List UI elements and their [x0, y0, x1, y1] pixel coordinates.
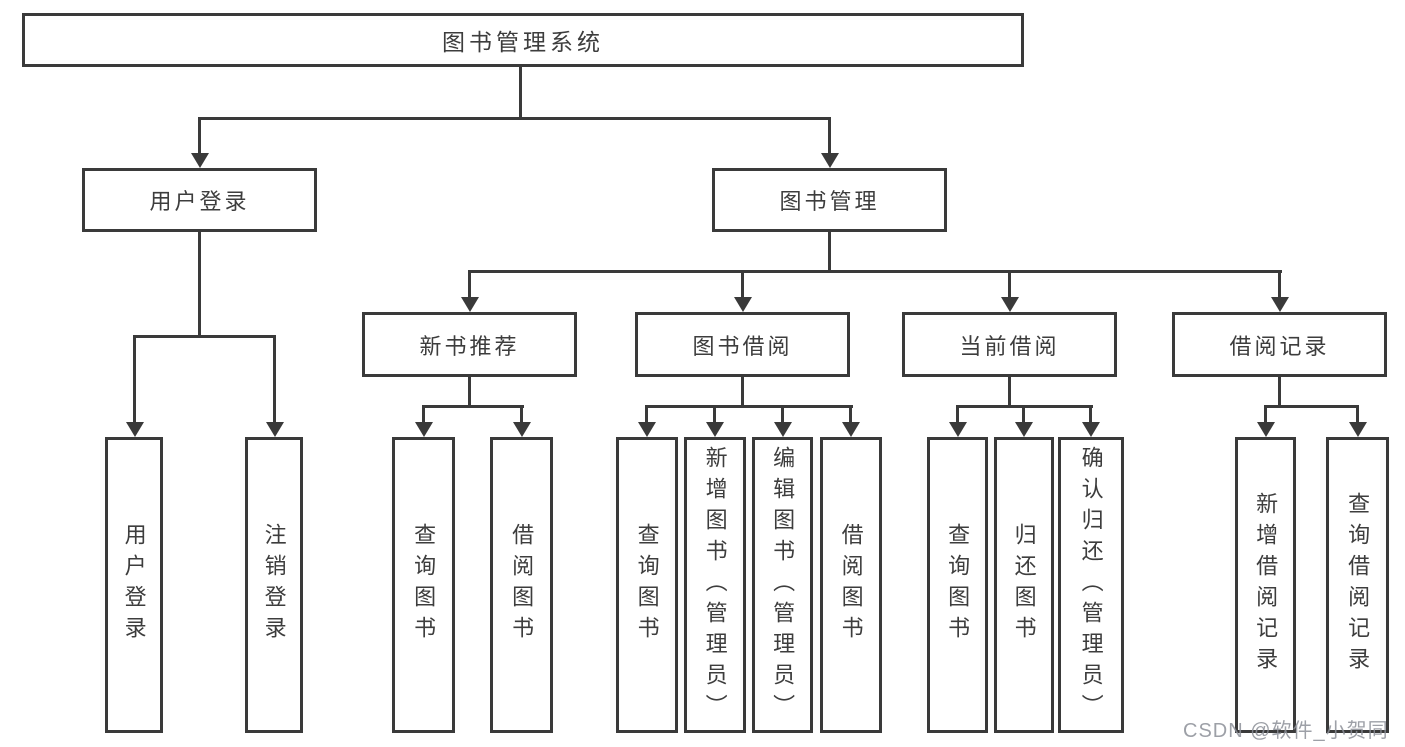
arrowhead: [706, 422, 724, 437]
csdn-watermark: CSDN @软件_小贺同学: [1183, 720, 1389, 742]
node-confirm-return-admin: 确认归还（管理员）: [1058, 437, 1124, 733]
node-query-books-borrow: 查询图书: [616, 437, 678, 733]
connector-stub: [422, 405, 425, 424]
arrowhead: [1257, 422, 1275, 437]
node-label: 新增借阅记录: [1253, 492, 1279, 678]
node-query-borrow-record: 查询借阅记录: [1326, 437, 1389, 733]
connector-stub: [1089, 405, 1092, 424]
connector-level2-rail: [198, 117, 831, 120]
arrowhead: [949, 422, 967, 437]
node-label: 查询图书: [634, 523, 660, 647]
node-user-login-action: 用户登录: [105, 437, 163, 733]
arrowhead: [638, 422, 656, 437]
arrowhead: [1082, 422, 1100, 437]
connector-recommend-rail: [422, 405, 524, 408]
node-query-books-current: 查询图书: [927, 437, 988, 733]
connector-stub-login-action: [133, 335, 136, 424]
node-return-books: 归还图书: [994, 437, 1054, 733]
node-label: 新书推荐: [419, 333, 520, 359]
arrowhead-book-management: [821, 153, 839, 168]
node-label: 查询借阅记录: [1345, 492, 1371, 678]
node-label: 编辑图书（管理员）: [770, 445, 796, 725]
node-add-books-admin: 新增图书（管理员）: [684, 437, 746, 733]
node-label: 注销登录: [261, 523, 287, 647]
arrowhead-borrowing-records: [1271, 297, 1289, 312]
arrowhead: [1015, 422, 1033, 437]
node-add-borrow-record: 新增借阅记录: [1235, 437, 1296, 733]
connector-stub-book-management: [828, 117, 831, 155]
connector-recommend-stem: [468, 375, 471, 408]
connector-stub: [849, 405, 852, 424]
connector-stub-borrowing-records: [1278, 270, 1281, 299]
node-label: 借阅图书: [838, 523, 864, 647]
connector-mgmt-stem: [828, 231, 831, 273]
connector-stub: [645, 405, 648, 424]
node-borrowing-records: 借阅记录: [1172, 312, 1387, 377]
connector-stub-logout-action: [273, 335, 276, 424]
connector-stub-user-login: [198, 117, 201, 155]
arrowhead: [842, 422, 860, 437]
connector-borrowing-stem: [741, 375, 744, 408]
connector-root-stem: [519, 66, 522, 118]
connector-records-rail: [1264, 405, 1359, 408]
node-label: 查询图书: [411, 523, 437, 647]
node-label: 图书管理系统: [442, 29, 604, 55]
arrowhead-logout-action: [266, 422, 284, 437]
node-label: 新增图书（管理员）: [702, 445, 728, 725]
node-label: 查询图书: [945, 523, 971, 647]
connector-login-rail: [133, 335, 276, 338]
node-label: 借阅图书: [509, 523, 535, 647]
node-query-books-recommend: 查询图书: [392, 437, 455, 733]
arrowhead-book-borrowing: [734, 297, 752, 312]
node-book-borrowing: 图书借阅: [635, 312, 850, 377]
node-borrow-books: 借阅图书: [820, 437, 882, 733]
node-borrow-books-recommend: 借阅图书: [490, 437, 553, 733]
node-label: 用户登录: [149, 189, 250, 214]
connector-level3-rail: [469, 270, 1282, 273]
connector-stub: [520, 405, 523, 424]
node-book-management: 图书管理: [712, 168, 947, 232]
arrowhead-login-action: [126, 422, 144, 437]
arrowhead-new-book-recommend: [461, 297, 479, 312]
connector-stub-new-book-recommend: [468, 270, 471, 299]
node-label: 确认归还（管理员）: [1078, 445, 1104, 725]
arrowhead: [1349, 422, 1367, 437]
connector-stub: [956, 405, 959, 424]
connector-stub-book-borrowing: [741, 270, 744, 299]
connector-stub: [1264, 405, 1267, 424]
node-label: 归还图书: [1011, 523, 1037, 647]
node-label: 图书管理: [779, 189, 880, 214]
connector-stub: [1022, 405, 1025, 424]
node-edit-books-admin: 编辑图书（管理员）: [752, 437, 813, 733]
node-label: 用户登录: [121, 523, 147, 647]
connector-stub: [781, 405, 784, 424]
connector-records-stem: [1278, 375, 1281, 408]
arrowhead-user-login: [191, 153, 209, 168]
node-current-borrowing: 当前借阅: [902, 312, 1117, 377]
node-label: 当前借阅: [959, 333, 1060, 359]
node-label: 借阅记录: [1229, 333, 1330, 359]
arrowhead: [513, 422, 531, 437]
arrowhead-current-borrowing: [1001, 297, 1019, 312]
node-new-book-recommend: 新书推荐: [362, 312, 577, 377]
connector-current-stem: [1008, 375, 1011, 408]
arrowhead: [774, 422, 792, 437]
connector-borrowing-rail: [645, 405, 853, 408]
arrowhead: [415, 422, 433, 437]
connector-stub: [713, 405, 716, 424]
node-logout-action: 注销登录: [245, 437, 303, 733]
connector-stub-current-borrowing: [1008, 270, 1011, 299]
node-label: 图书借阅: [692, 333, 793, 359]
node-library-management-system: 图书管理系统: [22, 13, 1024, 67]
connector-login-stem: [198, 231, 201, 338]
node-user-login: 用户登录: [82, 168, 317, 232]
connector-stub: [1356, 405, 1359, 424]
